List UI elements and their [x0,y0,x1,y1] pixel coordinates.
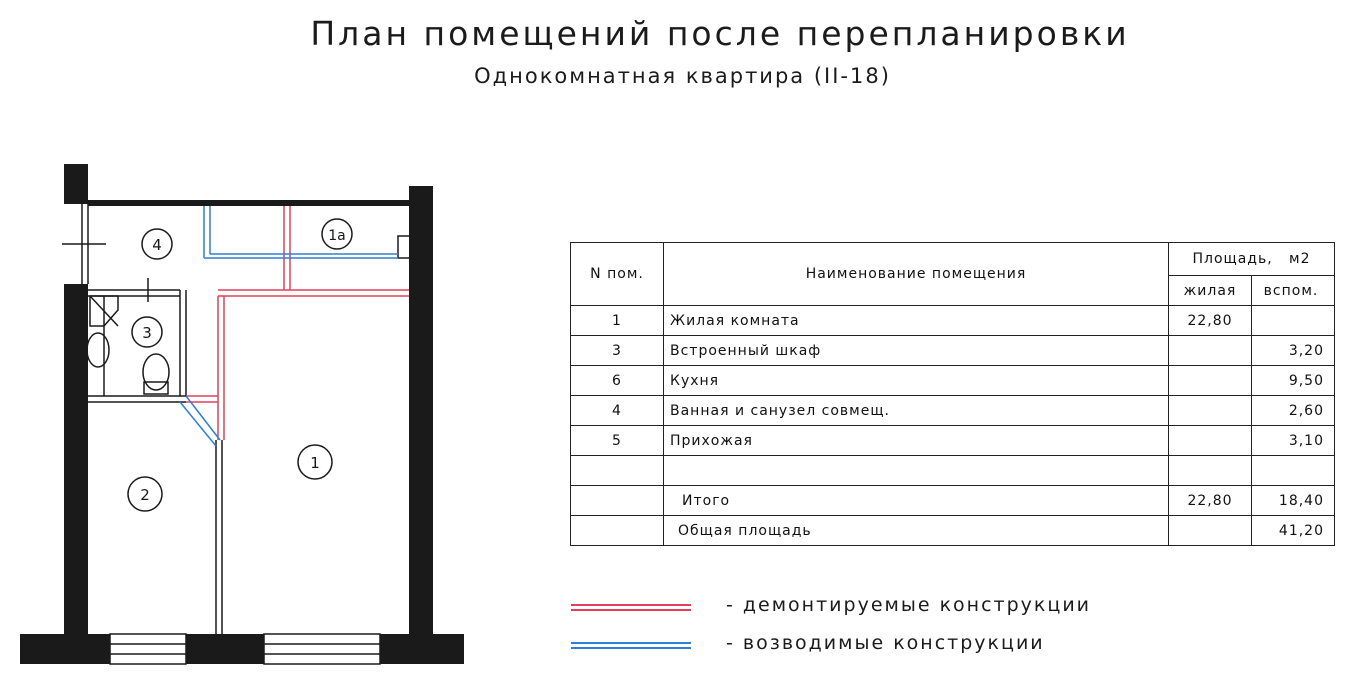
cell-name: Итого [663,485,1169,516]
cell-living [1168,395,1252,426]
floor-plan: 4 1а 3 1 2 [20,164,464,665]
room-label-3: 3 [142,324,152,342]
table-row: 1 Жилая комната 22,80 [570,305,1335,336]
table-header-row: N пом. Наименование помещения Площадь, м… [570,242,1335,306]
cell-living: 22,80 [1168,305,1252,336]
window-left [109,633,187,665]
cell-name [663,455,1169,486]
sink [86,332,110,368]
cell-living [1168,335,1252,366]
wall-right [409,186,433,636]
shower-tray [89,295,119,327]
legend-demolished: - демонтируемые конструкции [568,594,1268,624]
room-label-4: 4 [152,236,162,254]
legend: - демонтируемые конструкции - возводимые… [568,590,1268,670]
cell-living [1168,455,1252,486]
cell-aux [1251,455,1335,486]
header-number: N пом. [570,242,664,306]
room-circle-4 [141,228,173,260]
toilet [142,353,170,395]
cell-number [570,485,664,516]
window-right [263,633,381,665]
cell-number [570,455,664,486]
cell-aux: 3,20 [1251,335,1335,366]
room-circle-2 [127,476,163,512]
header-aux: вспом. [1251,275,1335,306]
cell-living [1168,515,1252,546]
wall-bottom-right [380,634,464,664]
cell-name: Жилая комната [663,305,1169,336]
cell-number: 3 [570,335,664,366]
table-row [570,455,1335,486]
cell-living [1168,425,1252,456]
erected-walls [179,206,398,447]
cell-name: Ванная и санузел совмещ. [663,395,1169,426]
table-row: 4 Ванная и санузел совмещ. 2,60 [570,395,1335,426]
rooms-table: N пом. Наименование помещения Площадь, м… [570,242,1335,546]
room-circle-3 [131,316,163,348]
demolished-walls [186,206,409,440]
table-row-total: Итого 22,80 18,40 [570,485,1335,516]
header-name: Наименование помещения [663,242,1169,306]
wall-left-top [64,164,88,204]
wall-left [64,284,88,636]
wall-top [88,200,409,206]
cell-aux: 3,10 [1251,425,1335,456]
cell-aux: 2,60 [1251,395,1335,426]
table-row: 3 Встроенный шкаф 3,20 [570,335,1335,366]
cell-aux: 41,20 [1251,515,1335,546]
table-row-grand-total: Общая площадь 41,20 [570,515,1335,546]
cell-number: 4 [570,395,664,426]
legend-label-demolished: - демонтируемые конструкции [726,594,1092,616]
cell-living: 22,80 [1168,485,1252,516]
table-subheader-row: жилая вспом. [571,275,1335,306]
cell-name: Прихожая [663,425,1169,456]
cell-aux: 18,40 [1251,485,1335,516]
cell-number: 5 [570,425,664,456]
room-circle-1a [321,218,353,250]
header-living: жилая [1168,275,1252,306]
cell-aux [1251,305,1335,336]
area-table: N пом. Наименование помещения Площадь, м… [570,242,1335,546]
cell-name: Общая площадь [663,515,1169,546]
table-row: 6 Кухня 9,50 [570,365,1335,396]
cell-living [1168,365,1252,396]
legend-erected: - возводимые конструкции [568,632,1268,662]
partition-rooms [215,440,223,634]
legend-label-erected: - возводимые конструкции [726,632,1045,654]
cell-number: 6 [570,365,664,396]
cell-name: Встроенный шкаф [663,335,1169,366]
cell-aux: 9,50 [1251,365,1335,396]
legend-swatch-erected [571,642,691,649]
page-subtitle: Однокомнатная квартира (II-18) [474,64,891,88]
wall-bottom-left [20,634,110,664]
cell-name: Кухня [663,365,1169,396]
built-in-box [397,235,413,259]
room-label-2: 2 [140,486,150,504]
room-label-1a: 1а [328,228,346,244]
header-area: Площадь, м2 [1168,242,1335,276]
cell-number [570,515,664,546]
wall-bottom-mid [186,634,264,664]
table-row: 5 Прихожая 3,10 [570,425,1335,456]
legend-swatch-demolished [571,604,691,611]
room-label-1: 1 [310,454,320,472]
room-circle-1 [297,444,333,480]
page-title: План помещений после перепланировки [310,14,1130,53]
cell-number: 1 [570,305,664,336]
entry-door [62,204,106,284]
